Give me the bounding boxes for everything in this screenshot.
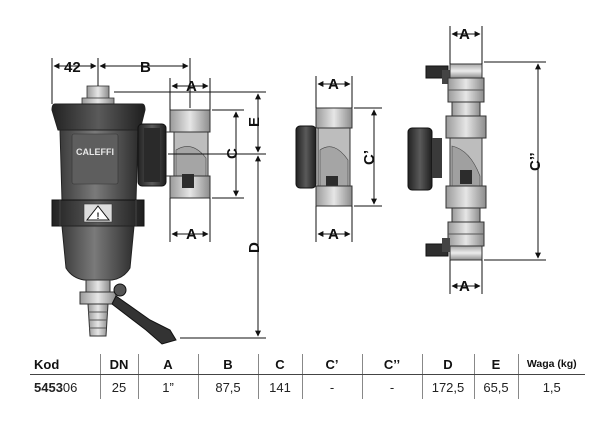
middle-fitting-drawing: [295, 107, 353, 207]
middle-dimensions: [315, 76, 382, 242]
code-bold-part: 5453: [34, 379, 63, 395]
dim-c-prime-label: C’: [361, 150, 378, 165]
dim-a-middle-top-label: A: [328, 76, 339, 93]
dim-42-label: 42: [64, 59, 81, 76]
spec-table: Kod DN A B C C’ C’’ D E Waga (kg) 545306…: [30, 354, 585, 399]
header-d: D: [421, 354, 474, 375]
dim-a-middle-bottom-label: A: [328, 226, 339, 243]
cell-waga: 1,5: [517, 374, 585, 399]
right-valve-assembly-drawing: [407, 63, 487, 261]
dim-e-label: E: [246, 117, 263, 127]
header-c-double-prime: C’’: [361, 354, 422, 375]
header-waga: Waga (kg): [517, 354, 585, 375]
table-header-row: Kod DN A B C C’ C’’ D E Waga (kg): [30, 354, 585, 375]
header-a: A: [137, 354, 198, 375]
header-dn: DN: [99, 354, 138, 375]
code-rest-part: 06: [62, 379, 78, 395]
dim-d-label: D: [246, 242, 263, 253]
svg-text:!: !: [97, 211, 100, 221]
cell-c: 141: [257, 374, 302, 399]
separator-diagram: CALEFFI !: [51, 26, 546, 345]
cell-c-double-prime: -: [361, 374, 422, 399]
dim-c-label: C: [224, 148, 241, 159]
cell-d: 172,5: [421, 374, 474, 399]
cell-b: 87,5: [197, 374, 258, 399]
cell-c-prime: -: [301, 374, 362, 399]
header-c: C: [257, 354, 302, 375]
cell-e: 65,5: [473, 374, 518, 399]
dim-a-bottom-label: A: [186, 226, 197, 243]
header-c-prime: C’: [301, 354, 362, 375]
cell-dn: 25: [99, 374, 138, 399]
brand-label: CALEFFI: [76, 147, 114, 157]
dim-a-right-top-label: A: [459, 26, 470, 43]
dim-c-double-prime-label: C’’: [527, 152, 544, 171]
dim-a-right-bottom-label: A: [459, 278, 470, 295]
right-dimensions: [449, 26, 546, 294]
cell-a: 1”: [137, 374, 198, 399]
header-kod: Kod: [30, 354, 100, 375]
dim-a-top-label: A: [186, 78, 197, 95]
main-separator-drawing: CALEFFI !: [51, 85, 211, 345]
header-b: B: [197, 354, 258, 375]
table-row: 545306 25 1” 87,5 141 - - 172,5 65,5 1,5: [30, 374, 585, 400]
main-dimensions: [51, 58, 266, 339]
header-e: E: [473, 354, 518, 375]
dim-b-label: B: [140, 59, 151, 76]
cell-kod: 545306: [30, 375, 100, 400]
